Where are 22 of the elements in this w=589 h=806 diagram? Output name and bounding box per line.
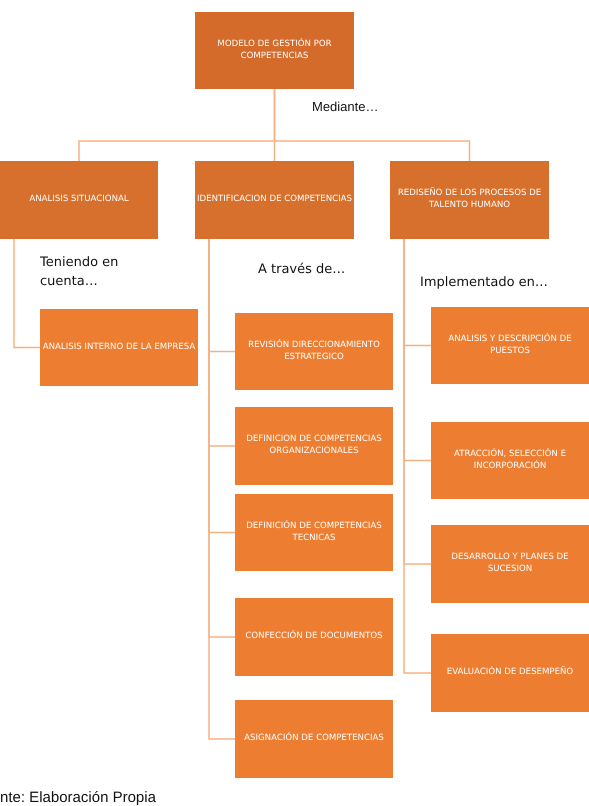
process-box: CONFECCIÓN DE DOCUMENTOS <box>235 598 393 676</box>
process-box: ASIGNACIÓN DE COMPETENCIAS <box>235 700 393 778</box>
process-box: ANALISIS Y DESCRIPCIÓN DE PUESTOS <box>431 307 589 384</box>
connector-caption: Implementado en… <box>420 274 549 292</box>
process-box: DEFINICION DE COMPETENCIAS ORGANIZACIONALES <box>235 407 393 485</box>
process-box: REVISIÓN DIRECCIONAMIENTO ESTRATEGICO <box>235 313 393 390</box>
connector-caption: Mediante… <box>312 98 380 116</box>
process-box: EVALUACIÓN DE DESEMPEÑO <box>431 634 589 712</box>
connector-line <box>403 239 431 674</box>
process-box: DEFINICIÓN DE COMPETENCIAS TECNICAS <box>235 494 393 571</box>
process-box: ANALISIS SITUACIONAL <box>0 161 158 239</box>
source-note: nte: Elaboración Propia <box>0 788 157 806</box>
connector-line <box>13 239 40 348</box>
process-box: REDISEÑO DE LOS PROCESOS DE TALENTO HUMANO <box>390 161 549 239</box>
process-box: ATRACCIÓN, SELECCIÓN E INCORPORACIÓN <box>431 422 589 499</box>
process-box: IDENTIFICACION DE COMPETENCIAS <box>195 161 354 239</box>
connector-caption: Teniendo en cuenta… <box>40 254 120 291</box>
process-box: MODELO DE GESTIÓN POR COMPETENCIAS <box>195 12 354 89</box>
connector-line <box>274 89 470 161</box>
process-box: ANALISIS INTERNO DE LA EMPRESA <box>40 309 198 386</box>
connector-caption: A través de… <box>258 261 346 279</box>
process-box: DESARROLLO Y PLANES DE SUCESION <box>431 525 589 603</box>
